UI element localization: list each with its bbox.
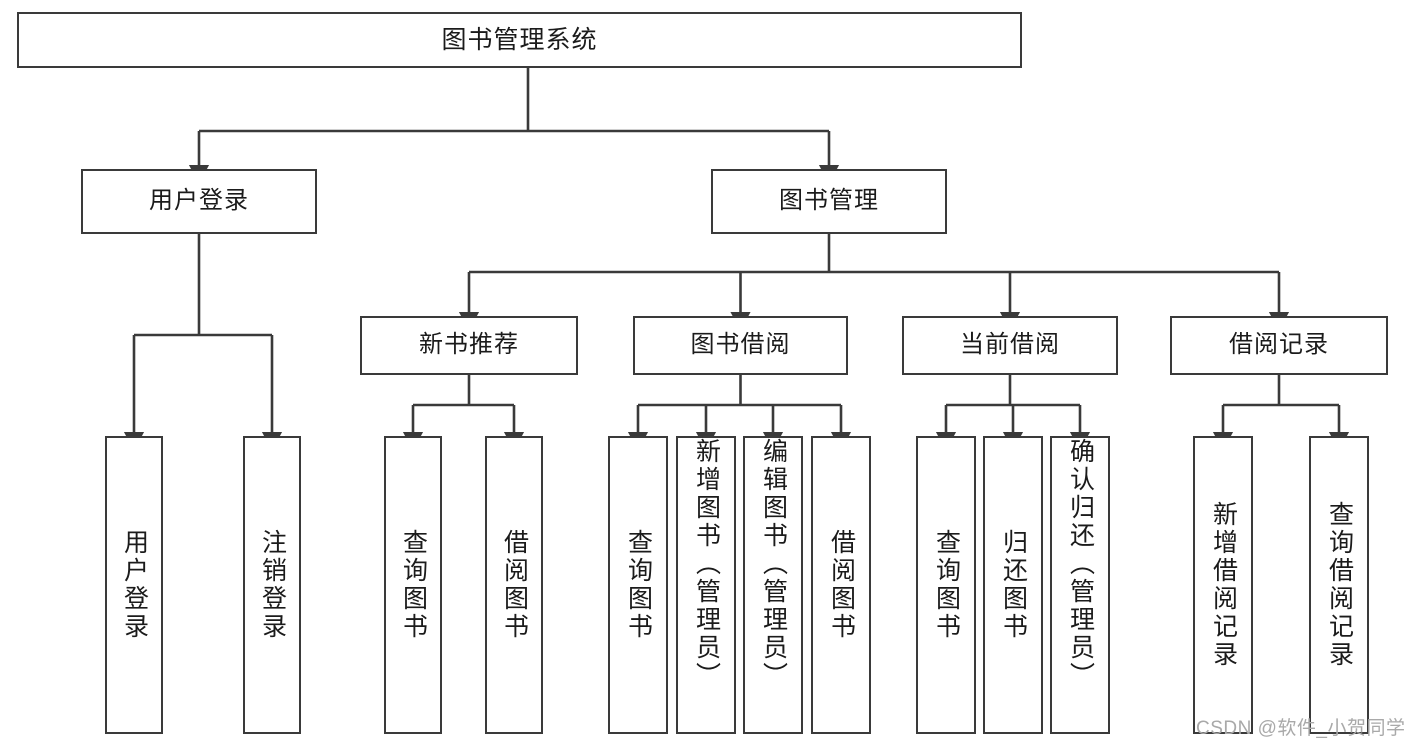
node-borrow-record[interactable]: 借阅记录 [1170, 316, 1388, 375]
node-leaf-query-book-2[interactable]: 查询图书 [608, 436, 668, 734]
node-label: 借阅记录 [1229, 331, 1329, 359]
node-leaf-query-record[interactable]: 查询借阅记录 [1309, 436, 1369, 734]
node-label: 图书管理系统 [441, 26, 598, 54]
node-leaf-edit-book[interactable]: 编辑图书（管理员） [743, 436, 803, 734]
node-label: 借阅图书 [500, 529, 529, 641]
node-label: 新增图书（管理员） [692, 438, 721, 690]
node-user-login[interactable]: 用户登录 [81, 169, 317, 234]
node-leaf-logout[interactable]: 注销登录 [243, 436, 301, 734]
node-label: 新增借阅记录 [1209, 501, 1238, 669]
node-current-borrow[interactable]: 当前借阅 [902, 316, 1118, 375]
node-leaf-user-login[interactable]: 用户登录 [105, 436, 163, 734]
node-book-borrow[interactable]: 图书借阅 [633, 316, 848, 375]
node-label: 归还图书 [999, 529, 1028, 641]
edge-group [123, 68, 1350, 451]
node-label: 注销登录 [258, 529, 287, 641]
node-label: 用户登录 [149, 187, 249, 215]
node-leaf-query-book-1[interactable]: 查询图书 [384, 436, 442, 734]
node-leaf-add-book[interactable]: 新增图书（管理员） [676, 436, 736, 734]
node-leaf-add-record[interactable]: 新增借阅记录 [1193, 436, 1253, 734]
node-leaf-query-book-3[interactable]: 查询图书 [916, 436, 976, 734]
csdn-watermark: CSDN @软件_小贺同学 [1196, 718, 1405, 739]
node-label: 当前借阅 [960, 331, 1060, 359]
node-leaf-return-book[interactable]: 归还图书 [983, 436, 1043, 734]
node-label: 借阅图书 [827, 529, 856, 641]
node-label: 查询图书 [624, 529, 653, 641]
node-root-system[interactable]: 图书管理系统 [17, 12, 1022, 68]
node-label: 图书管理 [779, 187, 879, 215]
node-label: 查询图书 [932, 529, 961, 641]
node-leaf-borrow-book-1[interactable]: 借阅图书 [485, 436, 543, 734]
node-label: 确认归还（管理员） [1066, 438, 1095, 690]
node-label: 查询图书 [399, 529, 428, 641]
node-label: 图书借阅 [690, 331, 791, 359]
node-new-book-recommend[interactable]: 新书推荐 [360, 316, 578, 375]
node-leaf-borrow-book-2[interactable]: 借阅图书 [811, 436, 871, 734]
node-label: 用户登录 [120, 529, 149, 641]
node-leaf-confirm-return[interactable]: 确认归还（管理员） [1050, 436, 1110, 734]
node-label: 新书推荐 [419, 331, 519, 359]
node-label: 编辑图书（管理员） [759, 438, 788, 690]
node-label: 查询借阅记录 [1325, 501, 1354, 669]
node-book-manage[interactable]: 图书管理 [711, 169, 947, 234]
